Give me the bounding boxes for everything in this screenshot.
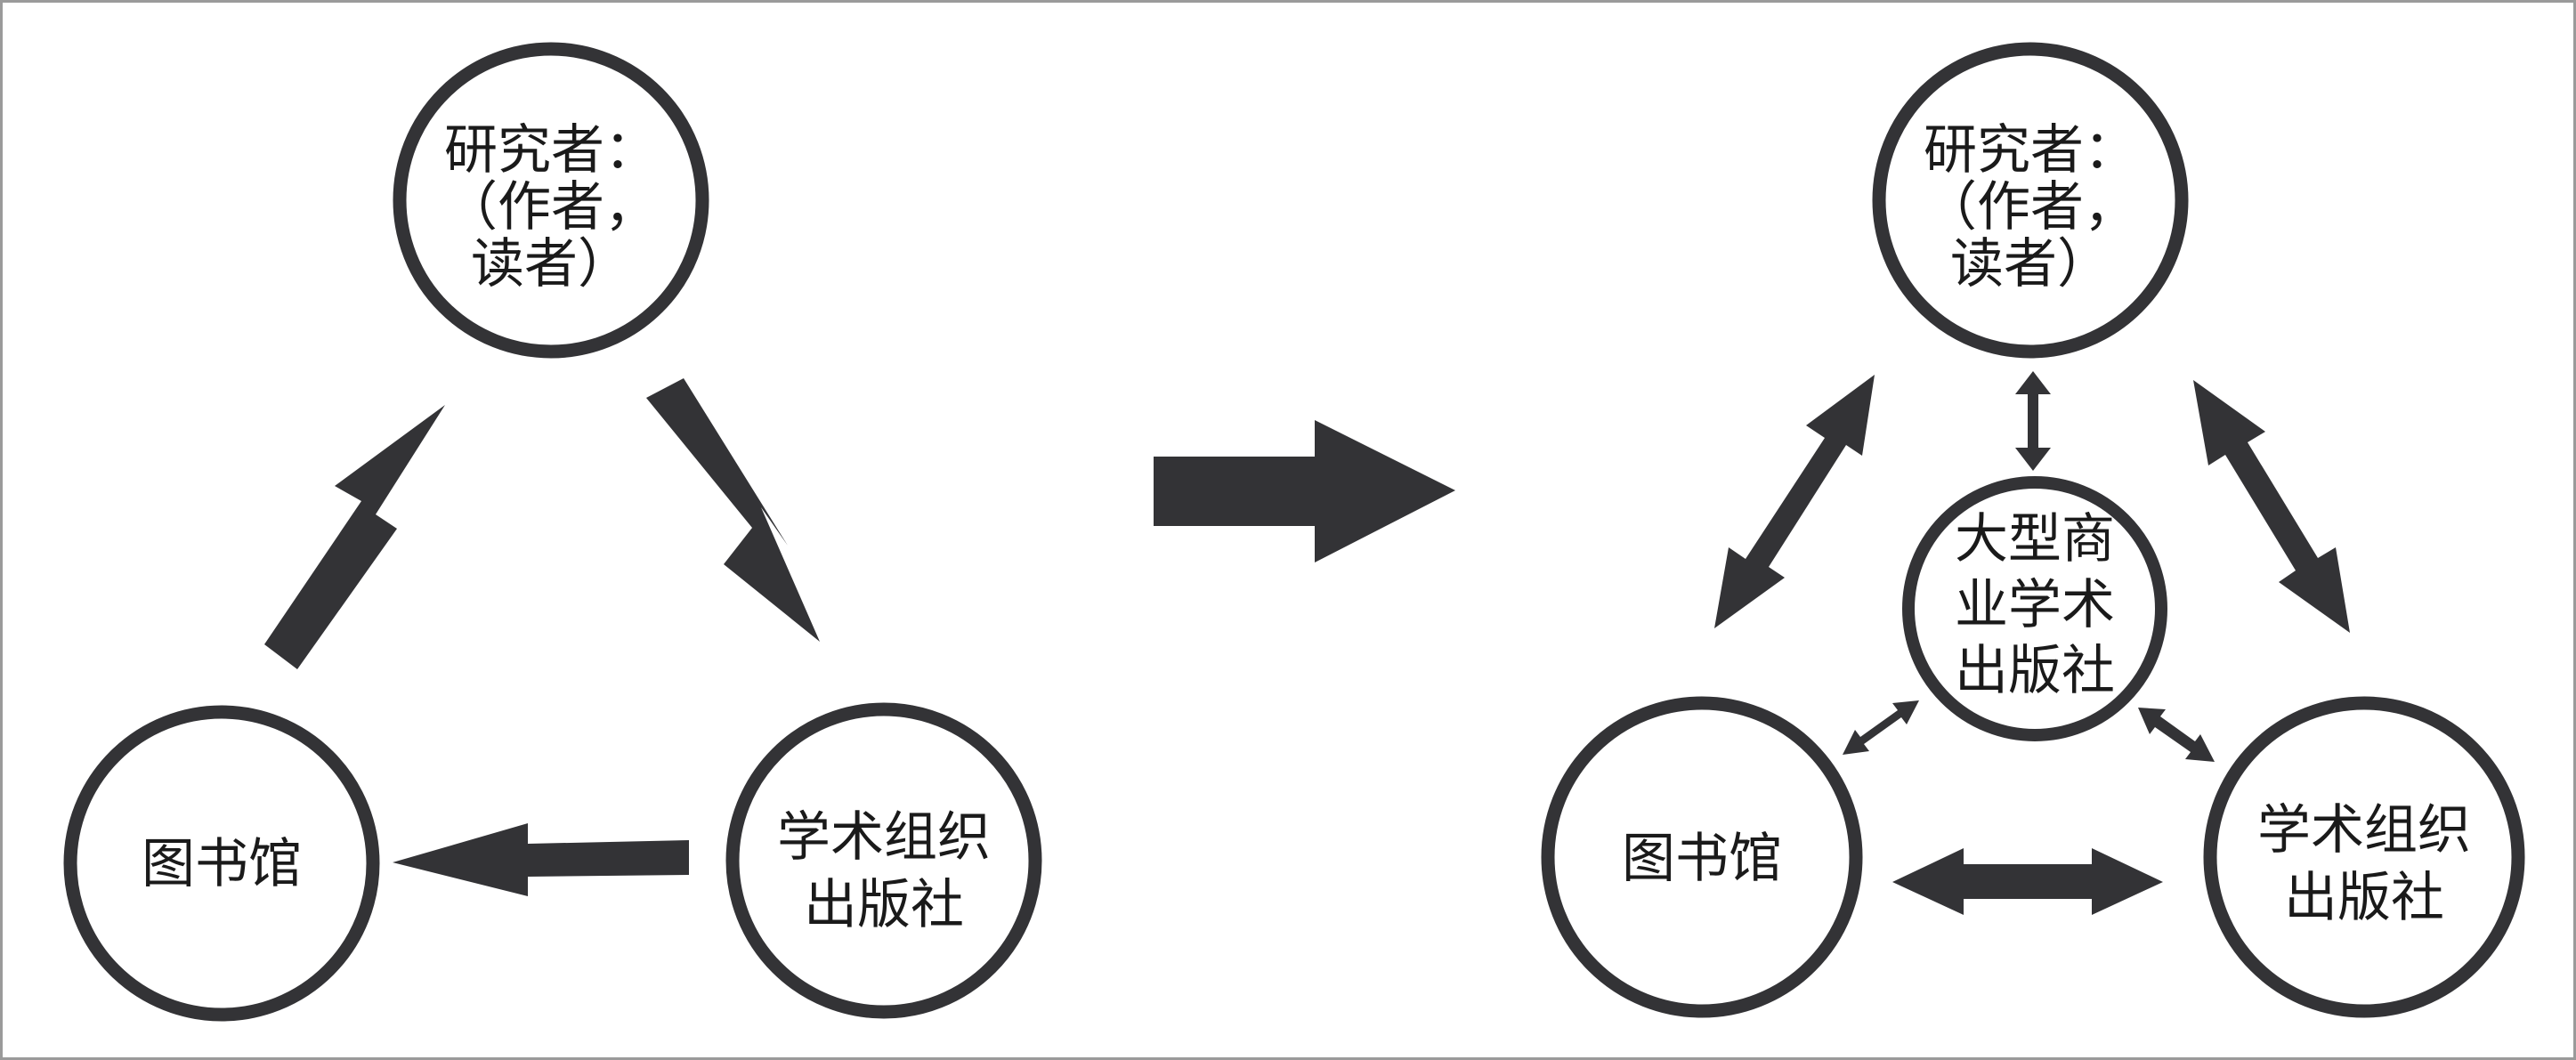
left-publisher-line-1: 学术组织 (777, 806, 991, 869)
right-publisher-node: 学术组织 出版社 (2203, 696, 2525, 1018)
left-arrow-library-to-researcher (264, 405, 445, 669)
right-arrow-researcher-commercial (2015, 371, 2051, 471)
right-library-label: 图书馆 (1622, 828, 1782, 890)
right-commercial-publisher-line-2: 业学术 (1955, 574, 2115, 636)
right-arrow-library-publisher (1892, 848, 2163, 915)
right-publisher-line-1: 学术组织 (2257, 799, 2471, 862)
right-commercial-publisher-line-1: 大型商 (1955, 508, 2115, 570)
left-library-node: 图书馆 (63, 705, 380, 1022)
right-researcher-line-2: （作者， (1924, 176, 2137, 239)
right-commercial-publisher-node: 大型商 业学术 出版社 (1902, 476, 2167, 741)
left-researcher-line-1: 研究者： (444, 119, 658, 182)
diagram-svg: 研究者： （作者， 读者） 学术组织 出版社 图书馆 研究者： （作者， 读者） (63, 42, 2525, 1022)
right-publisher-line-2: 出版社 (2284, 867, 2444, 929)
right-arrow-commercial-publisher (2138, 708, 2215, 762)
right-commercial-publisher-line-3: 出版社 (1955, 640, 2115, 702)
left-diagram: 研究者： （作者， 读者） 学术组织 出版社 图书馆 (63, 42, 1042, 1022)
left-library-label: 图书馆 (142, 833, 302, 895)
right-library-node: 图书馆 (1541, 696, 1863, 1018)
left-researcher-node: 研究者： （作者， 读者） (393, 42, 709, 359)
transition-arrow (1154, 420, 1455, 562)
left-arrow-publisher-to-library (393, 823, 689, 896)
right-arrow-researcher-publisher (2193, 380, 2350, 633)
right-diagram: 研究者： （作者， 读者） 大型商 业学术 出版社 图书馆 学术组织 出版社 (1541, 42, 2525, 1018)
right-arrow-library-commercial (1843, 700, 1919, 755)
right-researcher-line-3: 读者） (1950, 233, 2110, 295)
left-researcher-line-2: （作者， (444, 176, 658, 239)
right-researcher-line-1: 研究者： (1924, 119, 2137, 182)
right-arrow-library-researcher (1714, 375, 1875, 628)
left-publisher-line-2: 出版社 (804, 874, 964, 936)
right-researcher-node: 研究者： （作者， 读者） (1872, 42, 2189, 359)
left-arrow-researcher-to-publisher (646, 378, 820, 642)
left-publisher-node: 学术组织 出版社 (725, 702, 1042, 1019)
left-researcher-line-3: 读者） (471, 233, 631, 295)
